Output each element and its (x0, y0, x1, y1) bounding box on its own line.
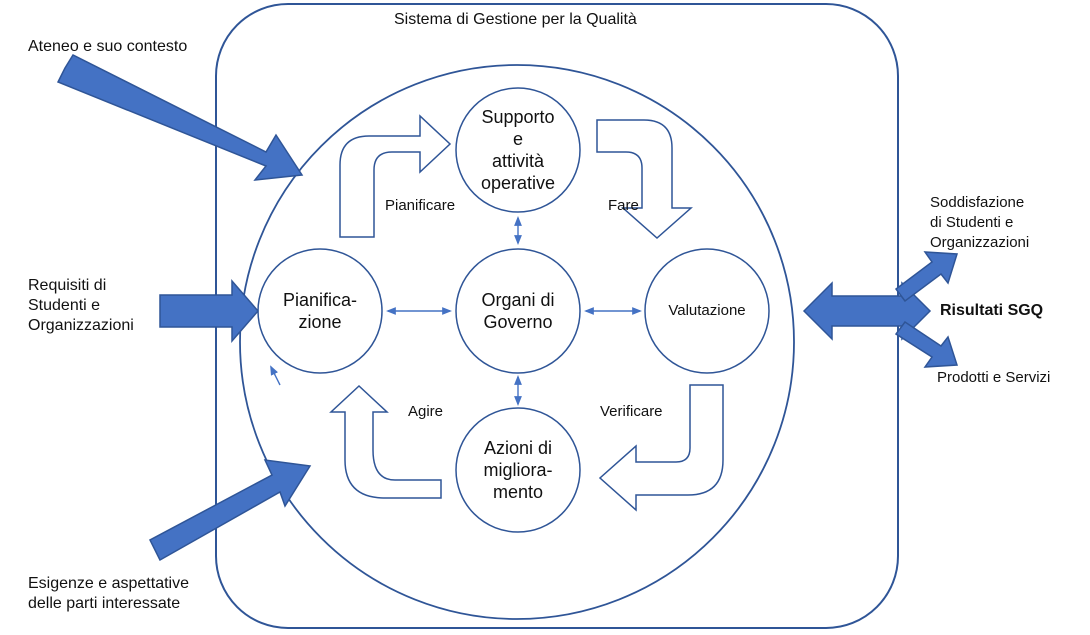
input-arrow-esigenze-tip (270, 365, 281, 386)
output-arrow-risultati (802, 281, 932, 341)
input-esigenze-line-2: delle parti interessate (28, 595, 181, 612)
input-esigenze-label: Esigenze e aspettative delle parti inter… (28, 574, 189, 614)
node-supporto-line-3: attività (491, 151, 545, 171)
node-pianificazione: Pianifica- zione (258, 249, 382, 373)
label-agire: Agire (408, 403, 444, 420)
node-organi-line-1: Organi di (481, 290, 555, 310)
node-azioni: Azioni di migliora- mento (456, 408, 580, 532)
process-circle (239, 64, 795, 620)
node-circle-valutazione (644, 248, 770, 374)
input-requisiti-label: Requisiti di Studenti e Organizzazioni (28, 276, 134, 336)
input-ateneo-label: Ateneo e suo contesto (28, 38, 188, 55)
node-organi-line-2: Governo (483, 312, 553, 332)
input-requisiti-line-2: Studenti e (28, 297, 101, 314)
node-pianificazione-line-2: zione (298, 312, 342, 332)
output-soddisfazione-line-3: Organizzazioni (930, 234, 1030, 251)
node-valutazione: Valutazione (645, 249, 769, 373)
cycle-arrow-agire (329, 384, 442, 499)
node-supporto-line-2: e (512, 129, 523, 149)
input-arrow-requisiti (159, 278, 259, 344)
node-supporto-line-4: operative (480, 173, 556, 193)
cycle-arrow-pianificare (339, 114, 452, 238)
input-requisiti-line-3: Organizzazioni (28, 317, 134, 334)
node-circle-supporto (455, 87, 581, 213)
output-arrow-soddisfazione (894, 251, 958, 303)
system-title: Sistema di Gestione per la Qualità (394, 11, 637, 28)
output-soddisfazione-line-2: di Studenti e (930, 214, 1014, 231)
label-verificare: Verificare (600, 403, 663, 420)
node-supporto: Supporto e attività operative (456, 88, 580, 212)
cycle-arrow-verificare (598, 384, 724, 512)
node-azioni-line-2: migliora- (483, 460, 553, 480)
output-soddisfazione-label: Soddisfazione di Studenti e Organizzazio… (930, 193, 1029, 253)
node-azioni-line-3: mento (492, 482, 543, 502)
input-arrow-ateneo (56, 54, 304, 181)
output-risultati-label: Risultati SGQ (940, 302, 1044, 319)
node-circle-organi (455, 248, 581, 374)
node-supporto-line-1: Supporto (481, 107, 555, 127)
node-azioni-line-1: Azioni di (483, 438, 553, 458)
node-organi: Organi di Governo (456, 249, 580, 373)
node-circle-azioni (455, 407, 581, 533)
label-pianificare: Pianificare (385, 197, 456, 214)
label-fare: Fare (608, 197, 639, 214)
input-arrow-esigenze (149, 459, 312, 562)
output-arrow-prodotti (894, 320, 959, 368)
node-valutazione-line-1: Valutazione (668, 302, 746, 319)
input-requisiti-line-1: Requisiti di (28, 277, 107, 294)
output-soddisfazione-line-1: Soddisfazione (930, 194, 1025, 211)
input-esigenze-line-1: Esigenze e aspettative (28, 575, 189, 592)
cycle-arrow-fare (596, 119, 693, 240)
node-pianificazione-line-1: Pianifica- (282, 290, 358, 310)
output-prodotti-label: Prodotti e Servizi (937, 369, 1051, 386)
